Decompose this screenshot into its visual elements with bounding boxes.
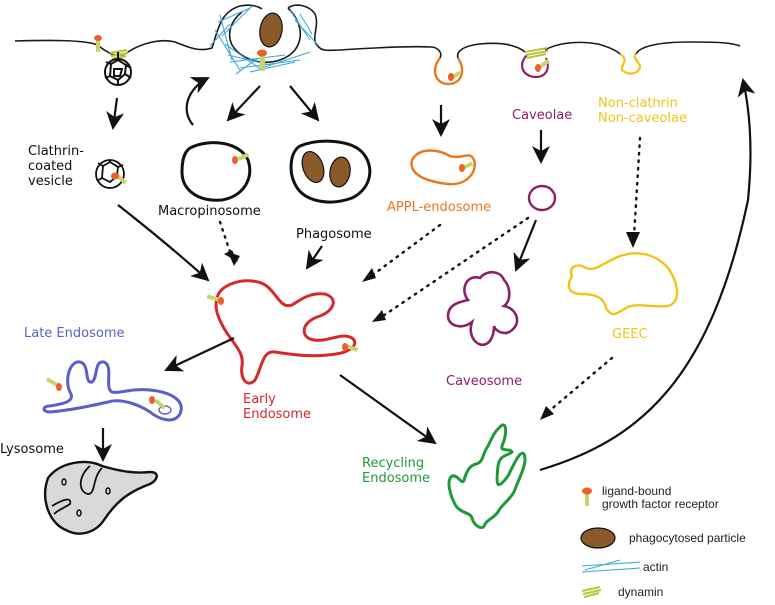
arrow-phago-to-early (305, 245, 324, 270)
legend (580, 487, 641, 598)
label-early-endosome: Early Endosome (243, 392, 312, 422)
phagocytosed-particle-icon (301, 150, 325, 184)
label-caveolae: Caveolae (512, 108, 573, 123)
clathrin-coated-vesicle (95, 159, 127, 189)
geec (567, 252, 679, 316)
arrow-pit-to-ccv (106, 97, 125, 130)
dotted-nonclathrin-to-geec (632, 136, 642, 238)
dotted-arrowheads (224, 232, 640, 420)
caveolae-pit (521, 47, 551, 79)
legend-receptor-icon (582, 487, 592, 506)
arrow-cup-to-macro (226, 85, 261, 122)
legend-actin-icon (581, 559, 641, 573)
pathway-arrows (94, 77, 756, 472)
receptor-icon (257, 49, 267, 71)
label-late-endosome: Late Endosome (24, 326, 125, 341)
dotted-cav-to-early (378, 216, 530, 320)
phagocytosed-particle-icon (259, 12, 283, 48)
phagocytosed-particle-icon (329, 156, 351, 188)
phagosome (289, 139, 372, 204)
legend-text-particle: phagocytosed particle (629, 531, 746, 545)
label-clathrin-coated-vesicle: Clathrin- coated vesicle (28, 144, 84, 189)
late-endosome (42, 360, 183, 422)
arrow-macro-to-membrane (185, 77, 210, 126)
label-lysosome: Lysosome (0, 442, 64, 457)
label-caveosome: Caveosome (446, 374, 523, 389)
arrow-recycling-to-membrane (539, 78, 756, 472)
recycling-endosome (447, 423, 527, 530)
label-non-clathrin: Non-clathrin Non-caveolae (598, 96, 687, 126)
dotted-appl-to-early (368, 223, 442, 279)
label-recycling-endosome: Recycling Endosome (362, 456, 431, 486)
receptor-icon (94, 35, 102, 52)
dotted-arrows (218, 136, 642, 414)
clathrin-cage-icon (104, 52, 132, 86)
lysosome (44, 460, 158, 535)
clathrin-pit (94, 35, 132, 86)
caveolar-vesicle (527, 184, 557, 212)
legend-particle-icon (580, 527, 616, 549)
early-endosome (206, 279, 359, 385)
arrow-cav-to-caveosome (513, 219, 538, 272)
macropinosome (180, 141, 252, 202)
arrow-early-to-late (164, 337, 235, 372)
label-geec: GEEC (612, 327, 648, 342)
caveosome (446, 270, 519, 347)
label-phagosome: Phagosome (296, 227, 372, 242)
appl-pit (433, 57, 464, 86)
actin-cup (209, 5, 319, 75)
legend-text-receptor: ligand-bound growth factor receptor (602, 484, 719, 511)
arrow-early-to-recycling (339, 374, 437, 445)
legend-dynamin-icon (581, 586, 602, 598)
arrow-cup-to-phago (289, 85, 320, 122)
legend-text-actin: actin (643, 560, 669, 574)
dotted-geec-to-recycling (546, 356, 614, 414)
label-macropinosome: Macropinosome (158, 204, 261, 219)
label-appl-endosome: APPL-endosome (387, 200, 492, 215)
non-clathrin-pit (619, 53, 642, 75)
legend-text-dynamin: dynamin (618, 585, 664, 599)
appl-endosome (410, 149, 476, 186)
arrow-ccv-to-early (117, 204, 210, 282)
actin-filaments (209, 5, 319, 75)
